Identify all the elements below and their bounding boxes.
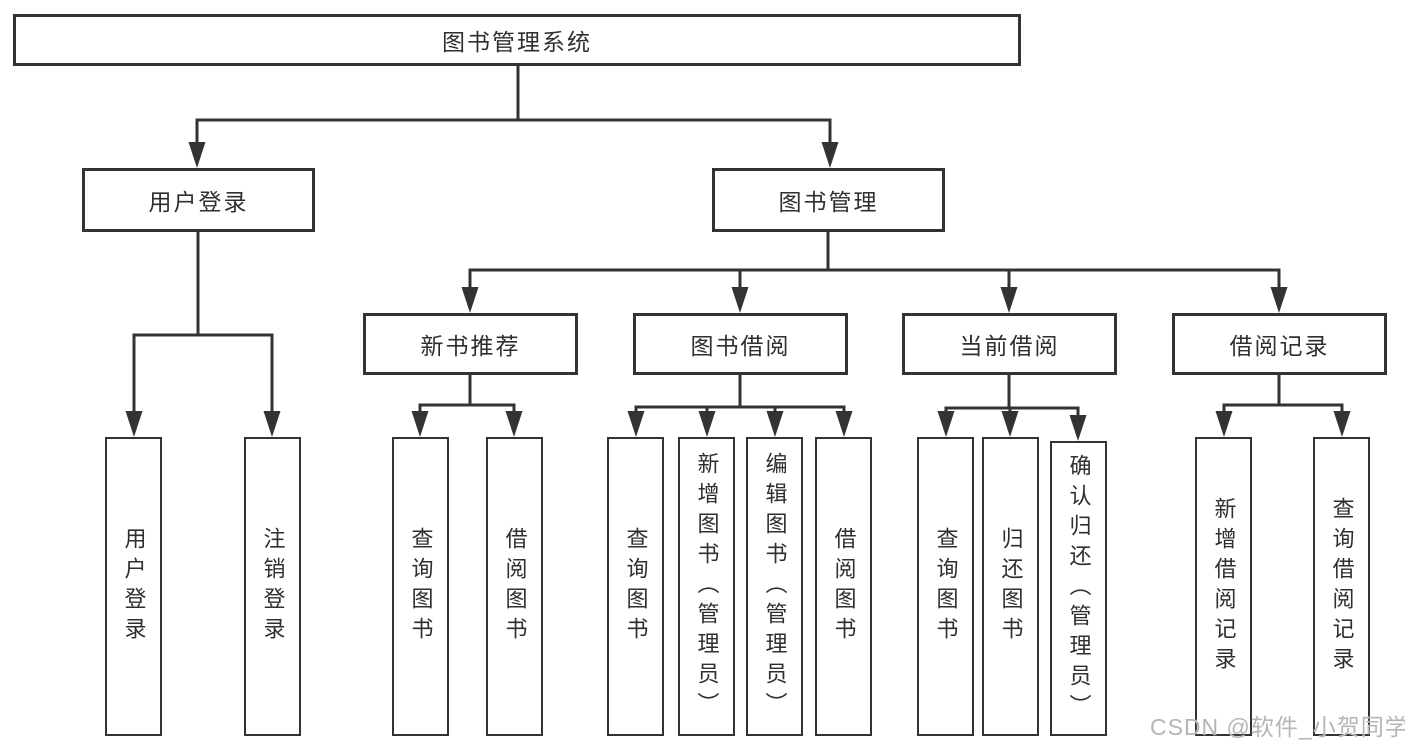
arrowhead-icon (1333, 411, 1351, 437)
node-book-management: 图书管理 (712, 168, 945, 232)
node-leaf-bb-query-books: 查询图书 (607, 437, 664, 736)
arrowhead-icon (1069, 415, 1087, 441)
node-new-book-recommend: 新书推荐 (363, 313, 578, 375)
node-leaf-bb-add-books-admin-label: 新增图书（管理员） (694, 451, 720, 722)
connector-newbookrec-to-leaves (418, 375, 516, 415)
node-book-management-label: 图书管理 (778, 189, 879, 215)
node-leaf-cb-query-books-label: 查询图书 (933, 526, 959, 647)
node-current-borrow: 当前借阅 (902, 313, 1117, 375)
node-leaf-user-login-label: 用户登录 (121, 526, 147, 647)
arrowhead-icon (835, 411, 853, 437)
connector-bookborrow-to-leaves (634, 375, 846, 415)
node-leaf-cb-confirm-return-admin: 确认归还（管理员） (1050, 441, 1107, 736)
arrowhead-icon (263, 411, 281, 437)
arrowhead-icon (731, 287, 749, 313)
node-leaf-br-add-record: 新增借阅记录 (1195, 437, 1252, 736)
node-borrow-records: 借阅记录 (1172, 313, 1387, 375)
node-leaf-cb-confirm-return-admin-label: 确认归还（管理员） (1066, 453, 1092, 724)
arrowhead-icon (1270, 287, 1288, 313)
connector-borrowrecords-to-leaves (1222, 375, 1344, 415)
node-user-login-label: 用户登录 (148, 189, 249, 215)
node-current-borrow-label: 当前借阅 (959, 333, 1060, 359)
node-leaf-br-query-record-label: 查询借阅记录 (1329, 496, 1355, 677)
node-leaf-nbr-query-books: 查询图书 (392, 437, 449, 736)
connector-bookmgmt-to-level3 (468, 232, 1281, 292)
arrowhead-icon (1000, 287, 1018, 313)
node-book-borrow-label: 图书借阅 (690, 333, 791, 359)
arrowheads (125, 142, 1351, 441)
node-leaf-bb-edit-books-admin: 编辑图书（管理员） (746, 437, 803, 736)
node-user-login: 用户登录 (82, 168, 315, 232)
csdn-watermark: CSDN @软件_小贺同学 (1150, 714, 1405, 740)
arrowhead-icon (125, 411, 143, 437)
arrowhead-icon (627, 411, 645, 437)
node-leaf-br-query-record: 查询借阅记录 (1313, 437, 1370, 736)
arrowhead-icon (821, 142, 839, 168)
arrowhead-icon (505, 411, 523, 437)
node-leaf-cb-query-books: 查询图书 (917, 437, 974, 736)
node-leaf-bb-borrow-books-label: 借阅图书 (831, 526, 857, 647)
node-leaf-br-add-record-label: 新增借阅记录 (1211, 496, 1237, 677)
node-leaf-bb-borrow-books: 借阅图书 (815, 437, 872, 736)
node-root-label: 图书管理系统 (442, 29, 592, 55)
arrowhead-icon (461, 287, 479, 313)
node-leaf-bb-edit-books-admin-label: 编辑图书（管理员） (762, 451, 788, 722)
arrowhead-icon (188, 142, 206, 168)
node-new-book-recommend-label: 新书推荐 (420, 333, 521, 359)
node-leaf-cb-return-books: 归还图书 (982, 437, 1039, 736)
node-root: 图书管理系统 (13, 14, 1021, 66)
arrowhead-icon (411, 411, 429, 437)
node-leaf-bb-add-books-admin: 新增图书（管理员） (678, 437, 735, 736)
node-leaf-user-login: 用户登录 (105, 437, 162, 736)
node-leaf-logout: 注销登录 (244, 437, 301, 736)
node-leaf-logout-label: 注销登录 (260, 526, 286, 647)
connector-userlogin-to-leaves (132, 232, 274, 415)
node-leaf-bb-query-books-label: 查询图书 (623, 526, 649, 647)
arrowhead-icon (1001, 411, 1019, 437)
arrowhead-icon (698, 411, 716, 437)
node-borrow-records-label: 借阅记录 (1229, 333, 1330, 359)
arrowhead-icon (766, 411, 784, 437)
connector-root-to-level2 (195, 66, 832, 148)
arrowhead-icon (937, 411, 955, 437)
node-leaf-nbr-query-books-label: 查询图书 (408, 526, 434, 647)
node-book-borrow: 图书借阅 (633, 313, 848, 375)
arrowhead-icon (1215, 411, 1233, 437)
node-leaf-nbr-borrow-books-label: 借阅图书 (502, 526, 528, 647)
node-leaf-cb-return-books-label: 归还图书 (998, 526, 1024, 647)
node-leaf-nbr-borrow-books: 借阅图书 (486, 437, 543, 736)
